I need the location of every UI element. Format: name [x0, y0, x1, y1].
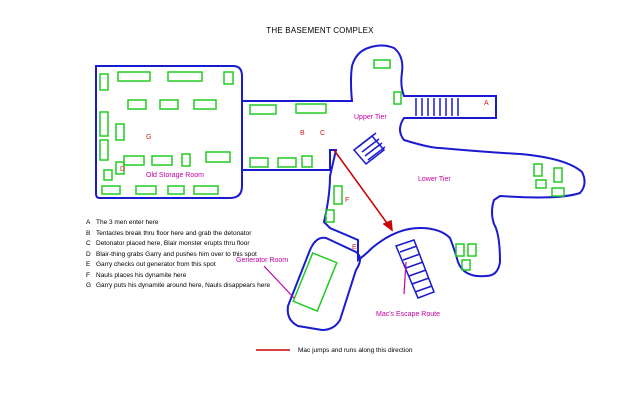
marker-c: C: [320, 130, 326, 137]
upper-stairs: [415, 98, 459, 116]
mac-route-arrow: [333, 149, 393, 232]
corridor-wall: [242, 44, 586, 278]
marker-d: D: [120, 166, 126, 173]
label-escape-route: Mac's Escape Route: [376, 311, 440, 318]
marker-f: F: [345, 197, 350, 204]
marker-b: B: [300, 130, 305, 137]
marker-a: A: [484, 100, 489, 107]
generator-room-wall: [286, 236, 361, 332]
map-title: THE BASEMENT COMPLEX: [266, 26, 374, 35]
storage-boxes: [99, 59, 565, 312]
label-upper-tier: Upper Tier: [354, 114, 387, 121]
escape-stairs: [394, 239, 435, 299]
marker-e: E: [352, 244, 357, 251]
middle-stairs: [352, 132, 386, 166]
label-pointers: [263, 261, 407, 299]
marker-g: G: [146, 134, 152, 141]
label-old-storage: Old Storage Room: [146, 172, 204, 179]
label-lower-tier: Lower Tier: [418, 176, 451, 183]
route-legend-text: Mac jumps and runs along this direction: [298, 347, 413, 354]
old-storage-room-wall: [95, 65, 243, 199]
label-generator-room: Generator Room: [236, 257, 289, 264]
